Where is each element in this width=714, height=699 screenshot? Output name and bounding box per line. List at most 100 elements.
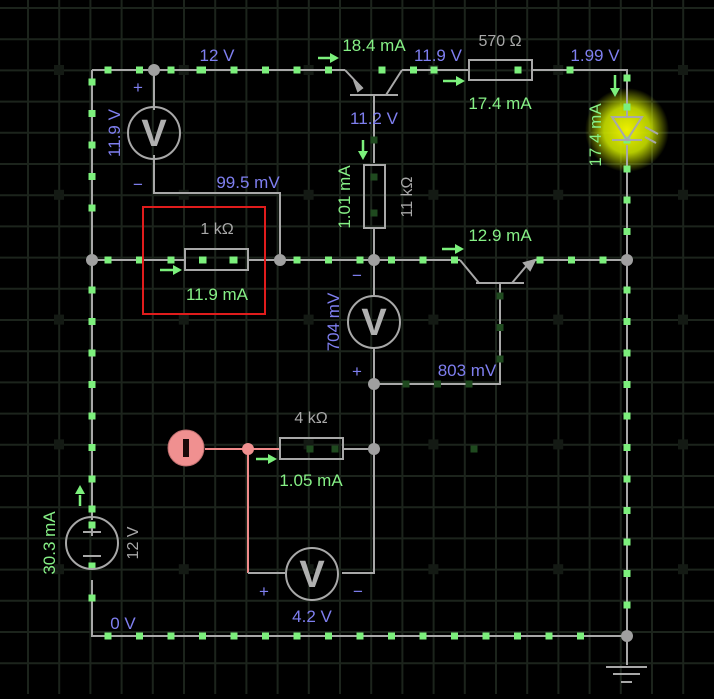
led-glow	[585, 88, 669, 172]
current-dot	[325, 256, 332, 264]
current-dot	[482, 632, 490, 640]
current-dot	[88, 444, 96, 451]
r4k-value: 4 kΩ	[294, 410, 327, 427]
current-dots	[88, 66, 631, 640]
r4k-current: 1.05 mA	[279, 471, 343, 490]
resistor-4k[interactable]: 4 kΩ 1.05 mA	[256, 410, 344, 490]
grid-point	[428, 439, 439, 450]
grid-point	[428, 189, 439, 200]
voltmeter-1[interactable]: V + − 11.9 V	[105, 78, 181, 194]
grid-point	[303, 189, 314, 200]
current-dot	[88, 173, 96, 180]
voltmeter-4[interactable]: V + − 4.2 V	[259, 547, 363, 626]
vm3-reading: 704 mV	[324, 292, 343, 351]
current-dot	[514, 66, 522, 74]
current-dot	[88, 78, 96, 86]
r11k-current: 1.01 mA	[335, 165, 354, 229]
current-dot	[356, 632, 364, 640]
r11k-value: 11 kΩ	[399, 176, 416, 217]
current-dot	[104, 632, 112, 640]
vm4-plus-label: +	[259, 582, 269, 601]
grid-point	[553, 189, 564, 200]
current-dot	[419, 256, 427, 264]
current-dot	[230, 632, 238, 640]
pnp-transistor-q1[interactable]: 18.4 mA 11.2 V	[318, 36, 406, 128]
current-dot	[623, 165, 631, 173]
current-dot	[496, 324, 504, 331]
current-dot	[88, 318, 96, 325]
current-dot	[229, 256, 237, 264]
grid-point	[54, 564, 64, 575]
current-dot	[196, 66, 204, 74]
grid-point	[428, 564, 439, 575]
selection-box	[142, 206, 266, 315]
battery-current: 30.3 mA	[40, 511, 59, 575]
grid-point	[54, 439, 64, 450]
vm3-minus-label: −	[352, 266, 362, 285]
current-dot	[378, 66, 386, 74]
current-dot	[136, 66, 143, 74]
current-dot	[623, 475, 631, 483]
led[interactable]: 17.4 mA	[586, 75, 659, 167]
current-dot	[88, 349, 96, 357]
current-dot	[623, 538, 631, 546]
current-dot	[331, 445, 339, 453]
top-rail-voltage: 12 V	[200, 46, 236, 65]
current-dot	[402, 380, 410, 388]
current-dot	[104, 256, 112, 264]
current-dot	[430, 66, 438, 74]
grid-point	[303, 314, 314, 325]
current-dot	[623, 601, 631, 609]
q2-emitter-arrow	[522, 258, 537, 272]
led-current: 17.4 mA	[586, 103, 605, 167]
voltmeter-3[interactable]: V − + 704 mV	[324, 266, 401, 381]
npn-transistor-q2[interactable]: 12.9 mA	[442, 226, 537, 284]
grid-point	[303, 439, 314, 450]
grid-point	[678, 314, 688, 325]
current-dot	[419, 632, 427, 640]
current-dot	[623, 412, 631, 420]
current-dot	[623, 507, 631, 514]
voltage-source[interactable]: 12 V 30.3 mA	[40, 485, 142, 575]
vm1-reading: 11.9 V	[105, 108, 124, 157]
current-dot	[325, 66, 332, 74]
grid-point	[678, 65, 688, 75]
grid-point	[178, 189, 189, 200]
current-dot	[370, 209, 378, 217]
current-dot	[88, 141, 96, 149]
current-dot	[167, 66, 175, 74]
current-dot	[88, 286, 96, 294]
current-dot	[496, 355, 504, 363]
grid-point	[54, 65, 64, 75]
q1-collector-voltage: 11.9 V	[414, 46, 463, 65]
current-dot	[623, 286, 631, 294]
current-dot	[88, 505, 96, 513]
current-dot	[451, 632, 458, 640]
q2-current: 12.9 mA	[468, 226, 532, 245]
current-dot	[514, 632, 521, 640]
wire-left-bottom	[91, 70, 627, 637]
ground-voltage: 0 V	[110, 614, 136, 633]
current-dot	[136, 256, 143, 264]
grid-point	[678, 439, 688, 450]
grid-point	[553, 439, 564, 450]
resistor-11k[interactable]: 11 kΩ 1.01 mA	[335, 140, 416, 229]
resistor-1k[interactable]: 1 kΩ 11.9 mA	[142, 206, 266, 315]
voltmeter-4-symbol: V	[299, 554, 325, 596]
wire-vm1	[153, 70, 281, 260]
voltmeter-1-body	[127, 106, 181, 160]
current-dot	[623, 74, 631, 82]
current-dot	[410, 66, 417, 74]
current-dot	[293, 66, 301, 74]
probe[interactable]	[167, 429, 254, 467]
current-dot	[88, 594, 96, 602]
current-dot	[356, 256, 364, 264]
grid-point	[178, 564, 189, 575]
resistor-570[interactable]: 570 Ω 17.4 mA	[443, 33, 533, 113]
battery-voltage: 12 V	[125, 526, 142, 559]
grid-point	[678, 564, 688, 575]
vm4-minus-label: −	[353, 582, 363, 601]
grid-point	[553, 314, 564, 325]
